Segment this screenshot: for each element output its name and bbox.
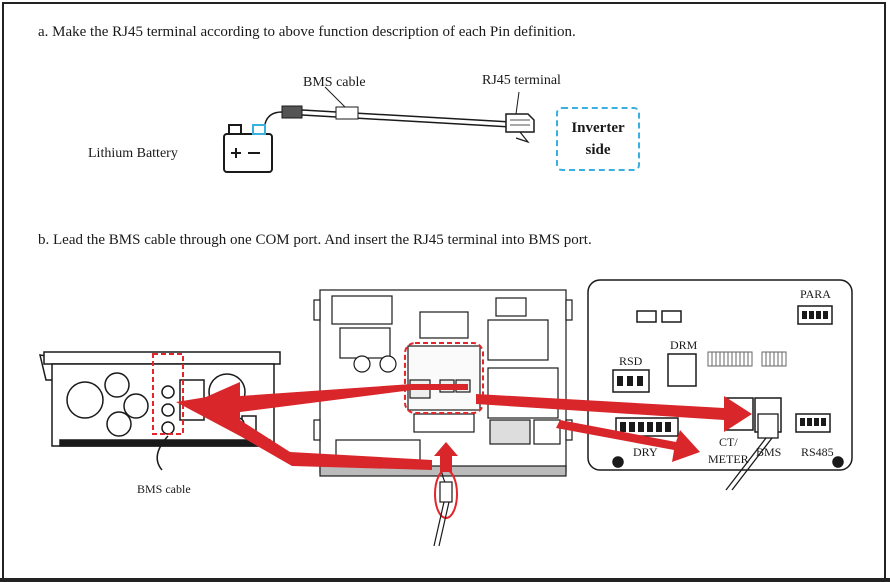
direction-arrows — [176, 382, 752, 472]
battery-icon — [223, 124, 273, 173]
rsd-port-label: RSD — [619, 354, 643, 368]
arrow-up — [434, 442, 458, 472]
bms-cable-drawing — [264, 86, 535, 144]
para-port-label: PARA — [800, 287, 831, 301]
inverter-side-box: Inverter side — [556, 107, 640, 171]
inverter-internal-view — [313, 289, 573, 485]
arrow-from-bottom-left — [176, 392, 432, 470]
frame-bottom-border — [0, 578, 890, 582]
lithium-battery-label: Lithium Battery — [88, 146, 178, 161]
left-bms-cable-label: BMS cable — [137, 482, 191, 496]
inverter-side-line1: Inverter — [571, 120, 625, 136]
rj45-terminal-label: RJ45 terminal — [482, 73, 561, 88]
arrow-to-bms-port — [476, 394, 752, 432]
dip-switch-blocks — [707, 351, 787, 367]
port-pins — [617, 311, 828, 432]
dry-port-label: DRY — [633, 445, 658, 459]
inverter-side-line2: side — [585, 142, 611, 158]
bms-port-label: BMS — [756, 445, 782, 459]
ct-port-label-line2: METER — [708, 452, 749, 466]
step-b-instruction: b. Lead the BMS cable through one COM po… — [38, 232, 592, 248]
arrow-to-dry — [556, 420, 700, 462]
rj45-plug-in-bms-port — [725, 413, 779, 491]
ct-port-label-line1: CT/ — [719, 435, 738, 449]
com-port-highlight — [152, 353, 184, 435]
rj45-plug-bottom — [433, 481, 453, 547]
arrow-to-com-port — [190, 382, 468, 426]
rs485-port-label: RS485 — [801, 445, 834, 459]
bms-board-highlight — [404, 342, 484, 414]
bms-cable-label: BMS cable — [303, 75, 366, 90]
step-a-instruction: a. Make the RJ45 terminal according to a… — [38, 24, 576, 40]
drm-port-label: DRM — [670, 338, 698, 352]
